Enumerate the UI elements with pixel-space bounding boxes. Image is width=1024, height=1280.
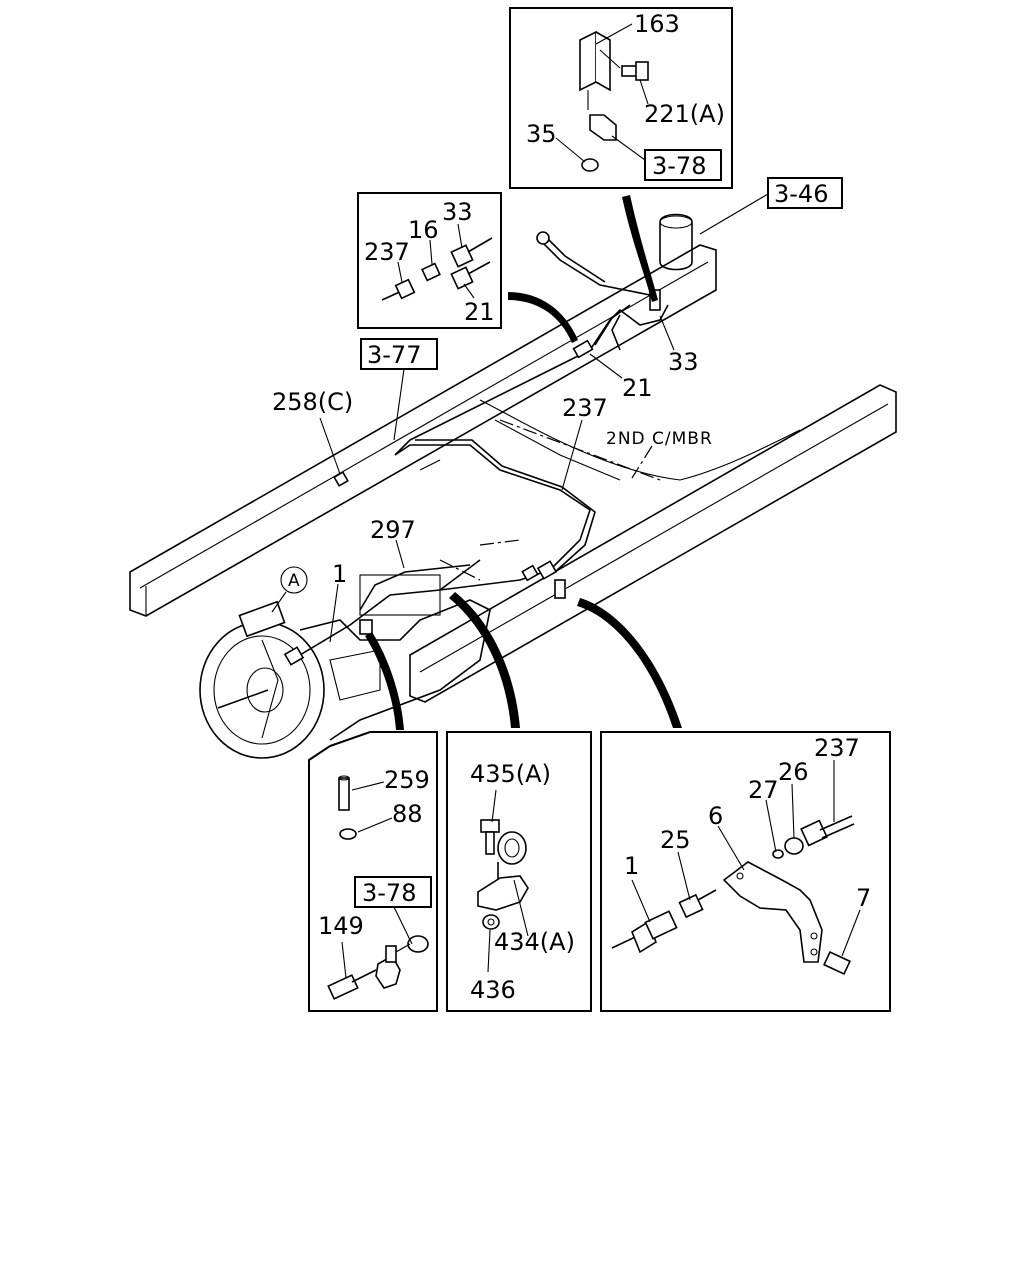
ref-377: 3-77 <box>367 341 421 369</box>
leader-a <box>271 591 287 613</box>
leader-26 <box>791 783 795 839</box>
leader-435a <box>491 789 497 823</box>
leader-1-br <box>631 879 651 923</box>
callout-237-inset: 237 <box>364 238 410 266</box>
leader-33-inset <box>457 223 463 249</box>
leader-7 <box>841 909 861 957</box>
transmission-housing <box>199 574 491 759</box>
leader-149 <box>341 941 347 979</box>
leader-88 <box>357 817 393 833</box>
callout-16: 16 <box>408 216 439 244</box>
callout-163: 163 <box>634 10 680 38</box>
ref-box-378-top <box>644 149 722 181</box>
leader-378-bl <box>393 906 413 945</box>
callout-33-inset: 33 <box>442 198 473 226</box>
callout-27: 27 <box>748 776 779 804</box>
callout-237-main: 237 <box>562 394 608 422</box>
leader-2nd-cmbr <box>631 445 653 479</box>
inset-bottom-left <box>308 731 438 1012</box>
leader-35 <box>555 137 586 163</box>
ref-346: 3-46 <box>774 180 828 208</box>
circle-a-marker <box>280 566 308 594</box>
leader-27 <box>765 799 777 853</box>
callout-435a: 435(A) <box>470 760 551 788</box>
leader-21-main <box>589 353 623 379</box>
leader-258c <box>319 417 341 475</box>
callout-259: 259 <box>384 766 430 794</box>
callout-221a: 221(A) <box>644 100 725 128</box>
leader-377 <box>393 368 405 441</box>
fuel-tank <box>659 213 693 271</box>
leader-297 <box>395 539 405 569</box>
leader-lines-main <box>439 419 661 581</box>
inset-middle <box>357 192 502 329</box>
leader-163 <box>595 23 633 45</box>
ref-378-bl: 3-78 <box>362 879 416 907</box>
leader-259 <box>351 781 385 791</box>
ref-box-346 <box>767 177 843 209</box>
leader-237-inset <box>397 261 403 283</box>
callout-1-main: 1 <box>332 560 347 588</box>
inset-top <box>509 7 733 189</box>
inset-middle-parts <box>381 237 493 301</box>
leader-21-inset <box>463 283 475 299</box>
callout-26: 26 <box>778 758 809 786</box>
callout-21-main: 21 <box>622 374 653 402</box>
leader-237-main <box>561 419 583 491</box>
callout-258c: 258(C) <box>272 388 353 416</box>
inset-top-parts <box>579 30 649 172</box>
callout-436: 436 <box>470 976 516 1004</box>
callout-237-br: 237 <box>814 734 860 762</box>
leader-16 <box>429 239 433 265</box>
callout-149: 149 <box>318 912 364 940</box>
leader-346 <box>699 193 769 235</box>
leader-436 <box>487 929 491 973</box>
inset-bl-parts <box>327 775 429 1000</box>
right-frame-rail <box>409 384 897 703</box>
leader-1-main <box>329 583 339 643</box>
callout-1-br: 1 <box>624 852 639 880</box>
cross-member <box>479 399 801 481</box>
ref-378-top: 3-78 <box>652 152 706 180</box>
leader-25 <box>677 851 691 901</box>
callout-33-main: 33 <box>668 348 699 376</box>
inset-bottom-right <box>600 731 891 1012</box>
leader-378-top <box>611 135 646 161</box>
inset-bottom-middle <box>446 731 592 1012</box>
callout-434a: 434(A) <box>494 928 575 956</box>
leader-434a <box>513 879 529 937</box>
callout-7: 7 <box>856 884 871 912</box>
note-2nd-cmbr: 2ND C/MBR <box>606 429 713 449</box>
leader-6 <box>717 825 745 871</box>
ref-box-378-bl <box>354 876 432 908</box>
inset-bm-parts <box>477 819 529 930</box>
callout-88: 88 <box>392 800 423 828</box>
callout-297: 297 <box>370 516 416 544</box>
callout-arrows <box>365 195 682 730</box>
callout-21-inset: 21 <box>464 298 495 326</box>
pipe-lines <box>299 235 669 656</box>
leader-33-main <box>659 315 675 351</box>
inset-br-parts <box>611 815 855 976</box>
leader-221a <box>639 79 649 105</box>
callout-25: 25 <box>660 826 691 854</box>
callout-a: A <box>288 571 301 591</box>
callout-35: 35 <box>526 120 557 148</box>
callout-6: 6 <box>708 802 723 830</box>
ref-box-377 <box>360 338 438 370</box>
